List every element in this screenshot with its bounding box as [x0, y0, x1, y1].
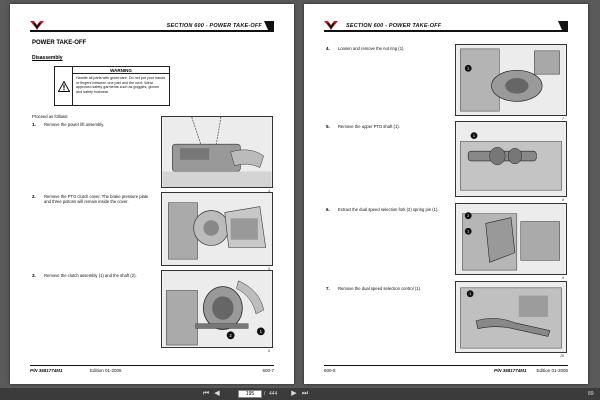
figure-9: 2 1 [455, 203, 567, 275]
figure-number: 9 [562, 276, 564, 280]
footer-edition: Edition 01-2006 [536, 368, 568, 373]
header-title: SECTION 600 - POWER TAKE-OFF [346, 23, 442, 29]
viewer-toolbar: ⏮ ◀ 195 / 444 ▶ ⏭ 89 [0, 388, 600, 400]
figure-4 [161, 116, 273, 188]
callout-2: 2 [467, 213, 469, 218]
section-title: POWER TAKE-OFF [32, 40, 87, 46]
page-footer: 600-8 P/N 3681774M1 Edition 01-2006 [324, 365, 568, 375]
callout-2: 2 [229, 333, 232, 338]
callout-1: 1 [469, 291, 471, 296]
step-number: 7. [326, 286, 330, 291]
figure-number: 6 [268, 349, 270, 353]
step-text: Remove the PTO clutch cover. The brake p… [44, 194, 149, 205]
figure-number: 4 [268, 189, 270, 193]
figure-8: 1 [455, 121, 567, 197]
total-pages: 444 [269, 391, 278, 397]
step-text: Remove the upper PTO shaft (1). [338, 124, 400, 129]
first-page-icon[interactable]: ⏮ [202, 390, 210, 397]
step-number: 1. [32, 122, 36, 127]
step-number: 3. [32, 273, 36, 278]
step-number: 5. [326, 124, 330, 129]
callout-1: 1 [467, 66, 469, 71]
footer-part-number: P/N 3681774M1 [494, 368, 527, 373]
figure-10: 1 [455, 281, 567, 353]
step-text: Extract the dual speed selection fork (2… [338, 207, 439, 212]
callout-1: 1 [467, 229, 469, 234]
figure-number: 5 [268, 267, 270, 271]
warning-text: Handle all parts with great care. Do not… [76, 76, 166, 94]
brand-logo [324, 21, 338, 30]
header-flag-icon [558, 21, 568, 30]
figure-number: 7 [562, 117, 564, 121]
step-text: Loosen and remove the nut ring (1). [338, 46, 405, 51]
page-footer: P/N 3681774M1 Edition 01-2006 600-7 [30, 365, 274, 375]
warning-heading: WARNING [73, 67, 169, 74]
figure-number: 8 [562, 198, 564, 202]
step-text: Remove the power lift assembly. [44, 122, 105, 127]
warning-triangle-icon [57, 80, 70, 92]
document-page-right: SECTION 600 - POWER TAKE-OFF 4. Loosen a… [304, 4, 588, 384]
figure-6: 2 1 [161, 270, 273, 348]
page-header: SECTION 600 - POWER TAKE-OFF [30, 18, 274, 34]
page-header: SECTION 600 - POWER TAKE-OFF [324, 18, 568, 34]
document-page-left: SECTION 600 - POWER TAKE-OFF POWER TAKE-… [10, 4, 294, 384]
zoom-level[interactable]: 89 [588, 391, 594, 397]
footer-page-number: 600-7 [262, 368, 274, 373]
figure-7: 1 [455, 44, 567, 116]
callout-1: 1 [473, 133, 475, 138]
callout-1: 1 [260, 329, 263, 334]
step-number: 2. [32, 194, 36, 199]
brand-logo [30, 21, 44, 30]
figure-5 [161, 192, 273, 266]
footer-page-number: 600-8 [324, 368, 336, 373]
page-number-input[interactable]: 195 [238, 390, 262, 398]
footer-part-number: P/N 3681774M1 [30, 368, 63, 373]
step-number: 4. [326, 46, 330, 51]
warning-box: WARNING Handle all parts with great care… [54, 66, 170, 106]
header-title: SECTION 600 - POWER TAKE-OFF [166, 23, 262, 29]
footer-edition: Edition 01-2006 [90, 368, 122, 373]
last-page-icon[interactable]: ⏭ [301, 390, 309, 397]
step-number: 6. [326, 207, 330, 212]
next-page-icon[interactable]: ▶ [291, 390, 297, 397]
figure-number: 10 [560, 354, 564, 358]
page-separator: / [264, 391, 266, 397]
step-text: Remove the dual speed selection control … [338, 286, 422, 291]
prev-page-icon[interactable]: ◀ [214, 390, 220, 397]
header-flag-icon [264, 21, 274, 30]
step-text: Remove the clutch assembly (1) and the s… [44, 273, 137, 278]
intro-text: Proceed as follows: [32, 114, 69, 119]
subsection-title: Disassembly [32, 55, 63, 61]
